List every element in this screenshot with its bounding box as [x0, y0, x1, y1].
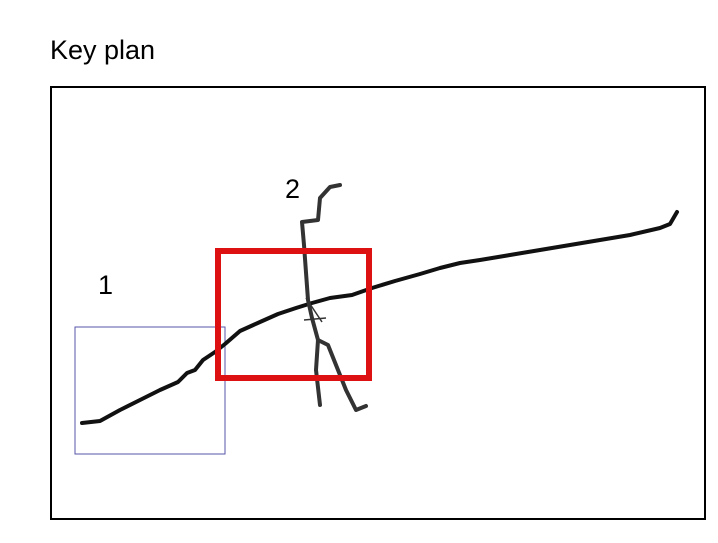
key-plan-border	[50, 86, 706, 520]
main-route-line	[80, 210, 679, 425]
frame-2-box	[215, 248, 372, 381]
page-title: Key plan	[50, 35, 156, 65]
frame-1-box	[74, 326, 226, 455]
branch-route-line	[300, 183, 342, 407]
frame-1-label: 1	[98, 270, 113, 300]
junction-marker-cross	[303, 317, 327, 321]
frame-2-label: 2	[285, 174, 300, 204]
